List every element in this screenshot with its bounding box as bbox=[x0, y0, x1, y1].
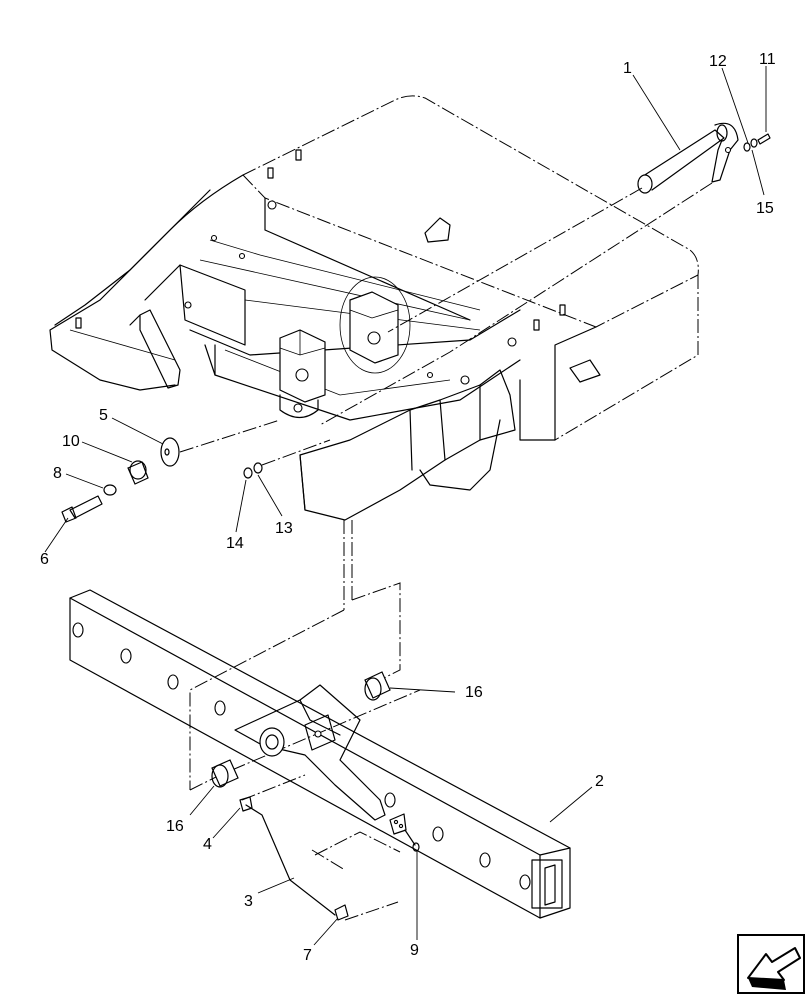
callout-2: 2 bbox=[595, 773, 604, 790]
pin-hardware bbox=[743, 133, 771, 152]
callout-14: 14 bbox=[226, 535, 244, 552]
callout-12: 12 bbox=[709, 53, 727, 70]
pivot-washer-stack bbox=[61, 437, 180, 523]
pivot-pin bbox=[637, 122, 739, 194]
grease-line bbox=[239, 796, 420, 921]
bushing-lower bbox=[211, 759, 239, 788]
nut-and-washer bbox=[243, 462, 263, 479]
callout-4: 4 bbox=[203, 836, 212, 853]
previous-page-arrow-icon[interactable] bbox=[737, 934, 805, 994]
callout-15: 15 bbox=[756, 200, 774, 217]
callout-11: 11 bbox=[759, 51, 776, 68]
callout-labels: 1 12 11 15 5 10 8 6 14 13 2 16 16 4 3 7 … bbox=[40, 51, 776, 964]
callout-13: 13 bbox=[275, 520, 293, 537]
callout-10: 10 bbox=[62, 433, 80, 450]
frame-assembly bbox=[49, 95, 699, 521]
frame-studs bbox=[75, 149, 566, 331]
drawbar-tube bbox=[69, 589, 571, 919]
phantom-alignment-lines bbox=[179, 182, 713, 921]
leader-lines bbox=[44, 66, 767, 946]
callout-8: 8 bbox=[53, 465, 62, 482]
callout-16-lower: 16 bbox=[166, 818, 184, 835]
callout-3: 3 bbox=[244, 893, 253, 910]
callout-16-upper: 16 bbox=[465, 684, 483, 701]
callout-5: 5 bbox=[99, 407, 108, 424]
bushing-upper bbox=[364, 671, 391, 701]
callout-6: 6 bbox=[40, 551, 49, 568]
callout-7: 7 bbox=[303, 947, 312, 964]
callout-1: 1 bbox=[623, 60, 632, 77]
callout-9: 9 bbox=[410, 942, 419, 959]
